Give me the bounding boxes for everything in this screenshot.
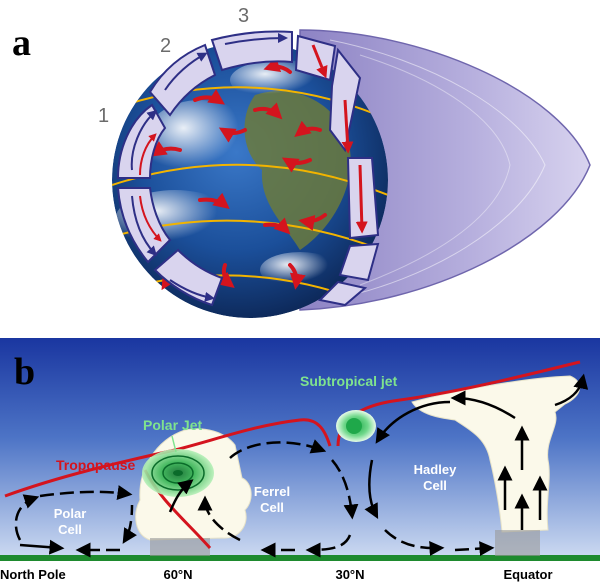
cells-right	[294, 34, 380, 307]
cloud-equator	[411, 375, 580, 533]
axis-60n: 60°N	[163, 567, 192, 582]
circulation-arrows	[14, 373, 589, 558]
cell-number-3: 3	[238, 5, 249, 27]
ferrel-cell-label-1: Ferrel	[254, 484, 290, 499]
tropopause-line-high-lat	[4, 418, 332, 498]
rain-shafts	[150, 530, 540, 556]
axis-30n: 30°N	[335, 567, 364, 582]
polar-jet	[142, 449, 214, 497]
polar-jet-leader	[171, 435, 177, 453]
surface-winds	[150, 43, 327, 291]
shell-band	[359, 54, 511, 286]
polar-cell-label-1: Polar	[54, 506, 87, 521]
panel-b: b	[0, 338, 600, 582]
cell-number-2: 2	[160, 35, 171, 57]
ferrel-cell-label-2: Cell	[260, 500, 284, 515]
panel-b-letter: b	[14, 351, 35, 393]
hadley-cell-label-1: Hadley	[414, 462, 457, 477]
panel-a-letter: a	[12, 22, 31, 64]
cells-left	[116, 30, 293, 307]
tropopause-label: Tropopause	[56, 457, 136, 473]
panel-a: a	[12, 5, 591, 318]
axis-equator: Equator	[503, 567, 552, 582]
subtropical-jet	[336, 410, 376, 442]
cell-number-1: 1	[98, 105, 109, 127]
polar-cell-label-2: Cell	[58, 522, 82, 537]
cell-polar-south	[116, 187, 172, 264]
ground-strip	[0, 555, 600, 561]
shell-band	[329, 39, 546, 301]
cell-hadley-north	[210, 30, 293, 72]
hadley-cell-label-2: Cell	[423, 478, 447, 493]
axis-north-pole: North Pole	[0, 567, 66, 582]
cell-polar-north	[116, 103, 167, 179]
subtropical-jet-label: Subtropical jet	[300, 373, 398, 389]
cell-ferrel-south	[153, 248, 224, 307]
polar-jet-label: Polar Jet	[143, 417, 202, 433]
cell-flow-arrows	[130, 33, 288, 302]
cell-ferrel-north	[148, 43, 217, 117]
earth-globe	[112, 42, 388, 318]
